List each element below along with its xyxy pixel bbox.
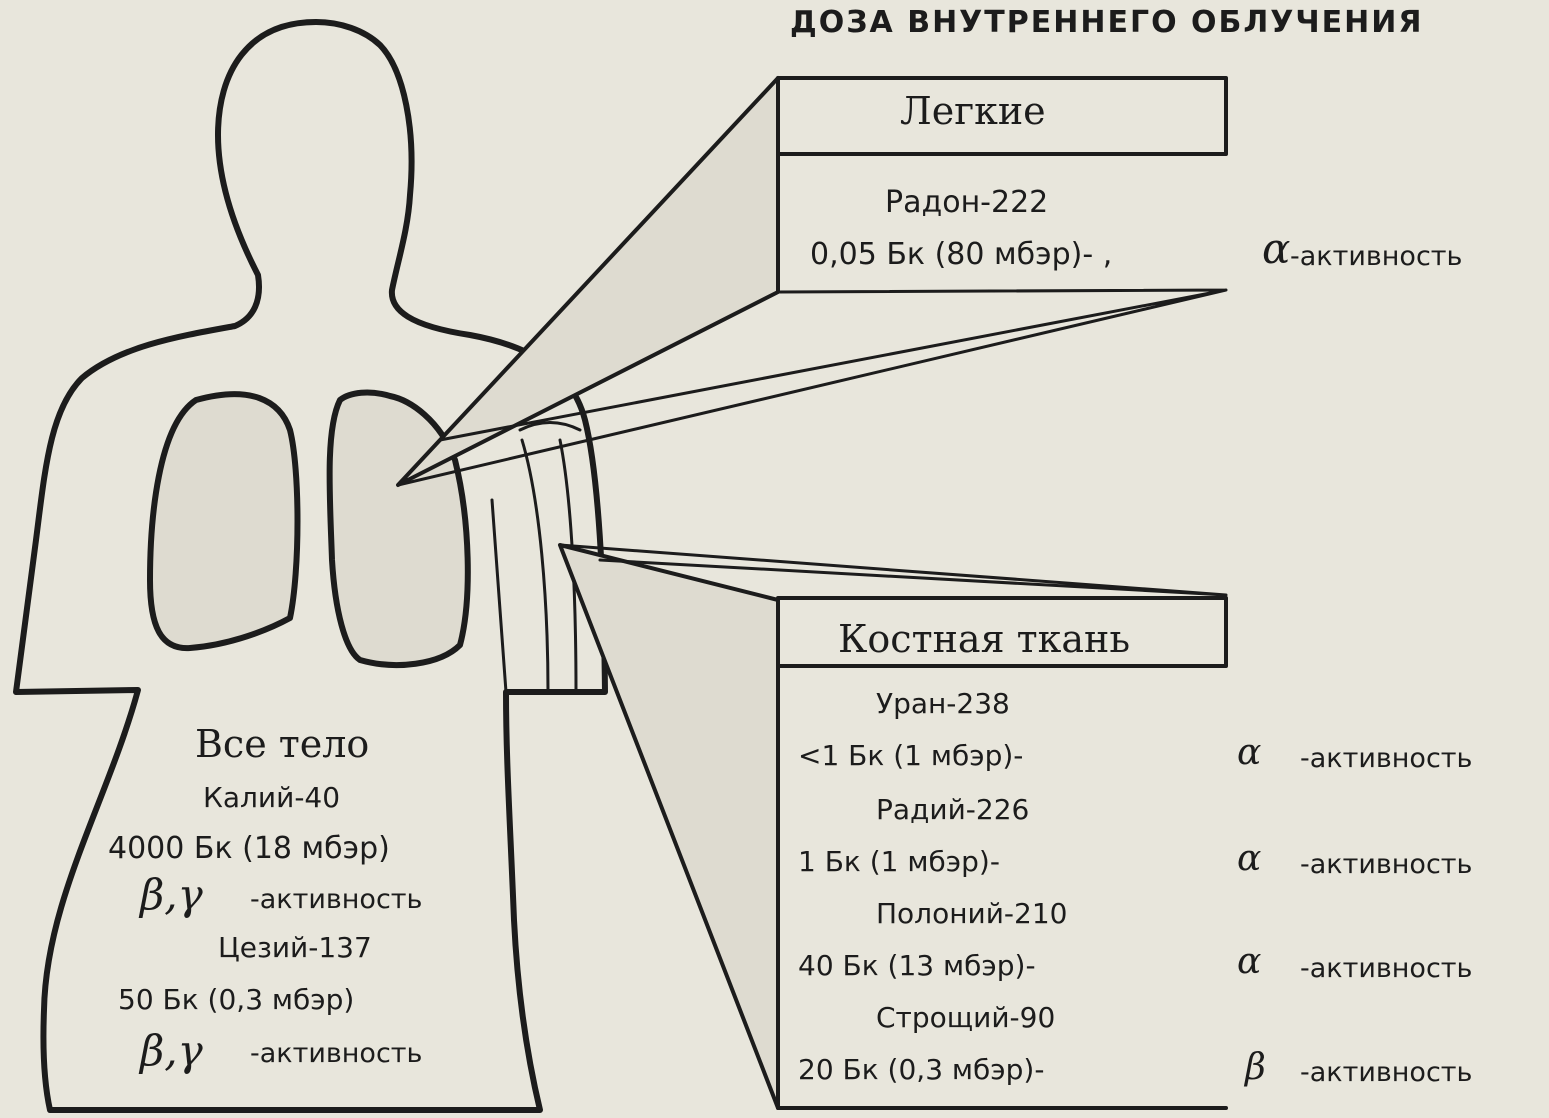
bone-symbol-4: β	[1245, 1050, 1266, 1086]
bone-isotope-1: Уран-238	[876, 690, 1010, 718]
bone-activity-2: -активность	[1300, 851, 1472, 878]
lungs-dose: 0,05 Бк (80 мбэр)- ,	[810, 240, 1112, 270]
whole-body-label: Все тело	[195, 725, 369, 763]
bone-label: Костная ткань	[838, 620, 1130, 658]
diagram-title: ДОЗА ВНУТРЕННЕГО ОБЛУЧЕНИЯ	[790, 8, 1423, 38]
bone-symbol-1: α	[1237, 735, 1261, 771]
bone-dose-1: <1 Бк (1 мбэр)-	[798, 742, 1023, 770]
bone-callout-cone	[560, 545, 778, 1108]
bone-dose-2: 1 Бк (1 мбэр)-	[798, 848, 1000, 876]
bone-isotope-3: Полоний-210	[876, 900, 1067, 928]
body-dose-2: 50 Бк (0,3 мбэр)	[118, 986, 354, 1014]
body-activity-2: -активность	[250, 1040, 422, 1067]
bone-symbol-2: α	[1237, 841, 1261, 877]
lungs-isotope: Радон-222	[885, 188, 1048, 218]
bone-dose-4: 20 Бк (0,3 мбэр)-	[798, 1056, 1044, 1084]
body-activity-1: -активность	[250, 886, 422, 913]
lungs-activity: -активность	[1290, 243, 1462, 270]
body-isotope-2: Цезий-137	[218, 934, 372, 962]
bone-activity-4: -активность	[1300, 1059, 1472, 1086]
bone-activity-3: -активность	[1300, 955, 1472, 982]
bone-dose-3: 40 Бк (13 мбэр)-	[798, 952, 1036, 980]
lungs-label: Легкие	[900, 92, 1046, 130]
body-isotope-1: Калий-40	[203, 784, 340, 812]
bone-isotope-2: Радий-226	[876, 796, 1029, 824]
body-symbols-2: β,γ	[140, 1030, 203, 1072]
bone-list-bracket	[778, 666, 1226, 1108]
body-symbols-1: β,γ	[140, 874, 203, 916]
bone-isotope-4: Строщий-90	[876, 1004, 1055, 1032]
bone-symbol-3: α	[1237, 944, 1261, 980]
lungs-symbol: α	[1262, 228, 1290, 270]
body-dose-1: 4000 Бк (18 мбэр)	[108, 834, 390, 864]
left-lung	[150, 394, 298, 648]
bone-activity-1: -активность	[1300, 745, 1472, 772]
